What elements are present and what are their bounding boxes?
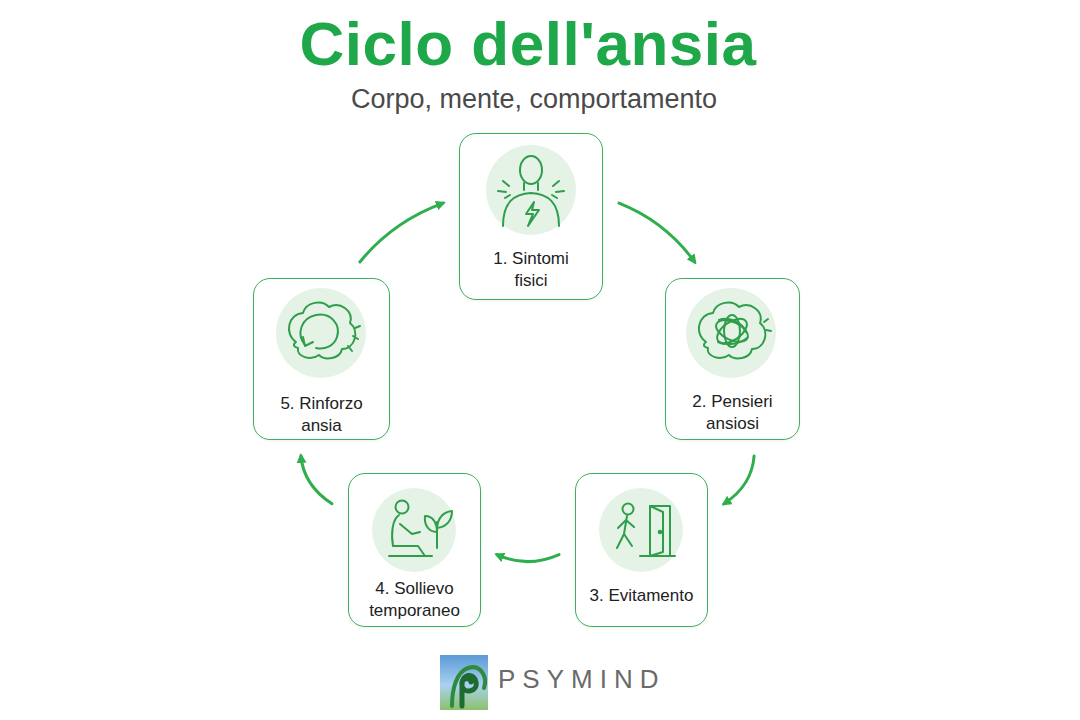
cycle-arrow (619, 203, 695, 262)
avoidance-icon (617, 504, 675, 557)
cycle-arrow (497, 555, 559, 562)
icon-backgrounds (276, 145, 776, 572)
box-label: 3. Evitamento (580, 585, 704, 607)
process-box: 1. Sintomi fisici (459, 133, 603, 300)
relief-icon (389, 501, 452, 557)
box-label: 1. Sintomi fisici (479, 248, 583, 292)
process-box: 4. Sollievo temporaneo (348, 473, 481, 627)
cycle-arrow (360, 203, 443, 262)
box-label: 5. Rinforzo ansia (272, 393, 372, 437)
cycle-arrow (724, 456, 754, 504)
cycle-arrow (301, 456, 332, 504)
box-label: 4. Sollievo temporaneo (360, 578, 470, 622)
reinforcement-brain-icon (289, 302, 360, 358)
process-box: 2. Pensieri ansiosi (665, 278, 800, 440)
process-box: 5. Rinforzo ansia (253, 278, 390, 440)
box-label: 2. Pensieri ansiosi (681, 391, 785, 435)
tangled-brain-icon (699, 302, 771, 358)
diagram-title: Ciclo dell'ansia (0, 8, 1068, 79)
logo-mark (440, 655, 488, 710)
subtitle: Corpo, mente, comportamento (0, 84, 1074, 115)
body-tension-icon (498, 156, 564, 226)
process-box: 3. Evitamento (575, 473, 708, 627)
brand-name: PSYMIND (498, 664, 665, 695)
